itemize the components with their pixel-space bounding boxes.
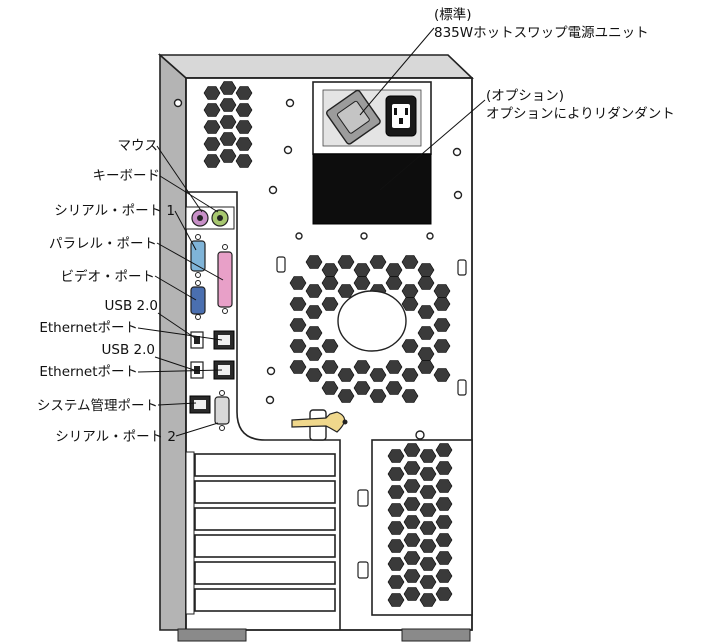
expansion-slot-latches xyxy=(185,451,195,615)
callout-labels: マウス キーボード シリアル・ポート 1 パラレル・ポート ビデオ・ポート US… xyxy=(37,7,675,445)
ac-power-inlet xyxy=(385,95,417,137)
label-mouse: マウス xyxy=(118,138,159,154)
label-usb-1: USB 2.0 xyxy=(105,298,158,314)
chassis-foot-left xyxy=(177,628,247,642)
label-keyboard: キーボード xyxy=(93,168,161,184)
expansion-slot-cover xyxy=(194,507,336,531)
screw-hole xyxy=(285,98,295,108)
callout-leader-lines xyxy=(137,27,486,437)
screw-hole xyxy=(426,232,434,240)
fan-mount-slot xyxy=(457,259,467,276)
chassis-top-edge xyxy=(157,54,474,79)
label-video-port: ビデオ・ポート xyxy=(61,268,156,285)
usb-port-1[interactable] xyxy=(190,331,204,349)
system-management-port[interactable] xyxy=(189,395,211,414)
ethernet-port-1[interactable] xyxy=(213,330,235,350)
power-supply-unit xyxy=(312,81,432,225)
label-serial-port-1: シリアル・ポート 1 xyxy=(54,203,175,219)
screw-hole xyxy=(265,395,275,405)
fan-hub xyxy=(337,290,407,352)
screw-hole xyxy=(173,98,183,108)
label-serial-port-2: シリアル・ポート 2 xyxy=(55,429,176,445)
panel-screws xyxy=(173,98,463,405)
video-port[interactable] xyxy=(190,280,206,320)
psu-bay-optional xyxy=(312,153,432,225)
fan-grille xyxy=(276,255,467,403)
chassis-foot-right xyxy=(401,628,471,642)
screw-hole xyxy=(452,147,462,157)
screw-hole xyxy=(266,366,276,376)
fan-mount-slot xyxy=(457,379,467,396)
key-lock[interactable] xyxy=(291,409,348,441)
chassis-side-panel xyxy=(159,53,187,631)
label-psu-optional-tag: (オプション) xyxy=(486,88,564,104)
ps2-ports xyxy=(185,206,235,230)
io-panel-outline xyxy=(186,191,341,630)
expansion-slot-cover xyxy=(194,588,336,612)
screw-hole xyxy=(295,232,303,240)
fan-mount-slot xyxy=(276,256,286,273)
usb-port-2[interactable] xyxy=(190,361,204,379)
label-ethernet-1: Ethernetポート xyxy=(39,320,138,336)
label-psu-standard-tag: (標準) xyxy=(434,7,472,23)
screw-hole xyxy=(268,185,278,195)
expansion-slots xyxy=(194,453,336,612)
label-parallel-port: パラレル・ポート xyxy=(49,236,157,252)
label-usb-2: USB 2.0 xyxy=(102,342,155,358)
serial-port-2[interactable] xyxy=(214,390,230,431)
label-ethernet-2: Ethernetポート xyxy=(39,364,138,380)
top-vent-grille xyxy=(203,81,253,168)
label-psu-optional: オプションによりリダンダント xyxy=(486,106,675,122)
screw-hole xyxy=(453,190,463,200)
expansion-slot-cover xyxy=(194,534,336,558)
side-cover-panel xyxy=(357,430,473,616)
expansion-slot-cover xyxy=(194,480,336,504)
psu-handle xyxy=(326,89,381,145)
screw-hole xyxy=(283,145,293,155)
expansion-slot-cover xyxy=(194,561,336,585)
parallel-port[interactable] xyxy=(217,244,233,314)
label-psu-standard: 835Wホットスワップ電源ユニット xyxy=(434,25,649,41)
screw-hole xyxy=(360,232,368,240)
label-system-management-port: システム管理ポート xyxy=(37,398,158,414)
serial-port-1[interactable] xyxy=(190,234,206,278)
expansion-slot-cover xyxy=(194,453,336,477)
